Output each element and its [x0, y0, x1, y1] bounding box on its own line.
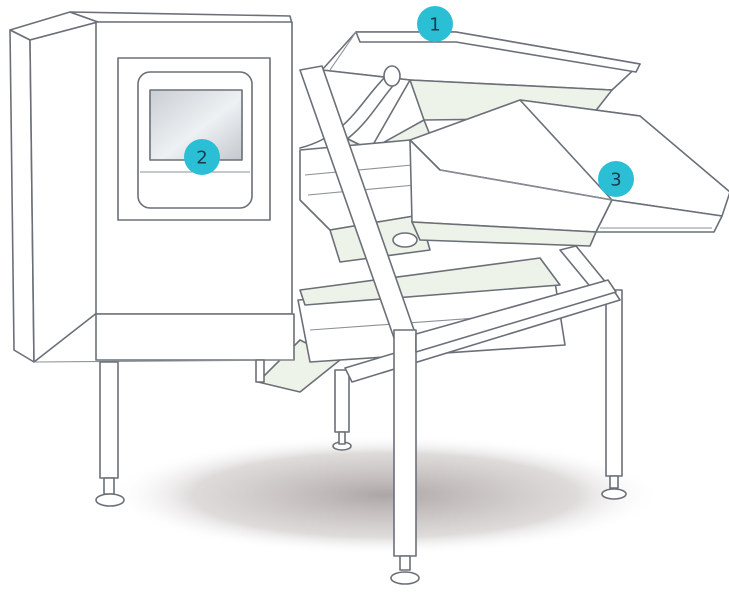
callout-2-label: 2: [196, 148, 207, 169]
cabinet-legs: [95, 359, 265, 507]
callout-2: 2: [184, 139, 220, 175]
front-strut: [299, 65, 617, 585]
callout-3: 3: [598, 161, 634, 197]
lower-frame: [257, 245, 621, 393]
callout-3-badge: [598, 161, 634, 197]
floor-shadow: [110, 435, 660, 555]
callout-3-label: 3: [610, 170, 621, 191]
callout-1: 1: [417, 6, 453, 42]
callout-1-label: 1: [429, 15, 440, 36]
outfeed-chute: [409, 99, 729, 247]
callout-1-badge: [417, 6, 453, 42]
control-cabinet: [9, 11, 295, 363]
callout-2-badge: [184, 139, 220, 175]
